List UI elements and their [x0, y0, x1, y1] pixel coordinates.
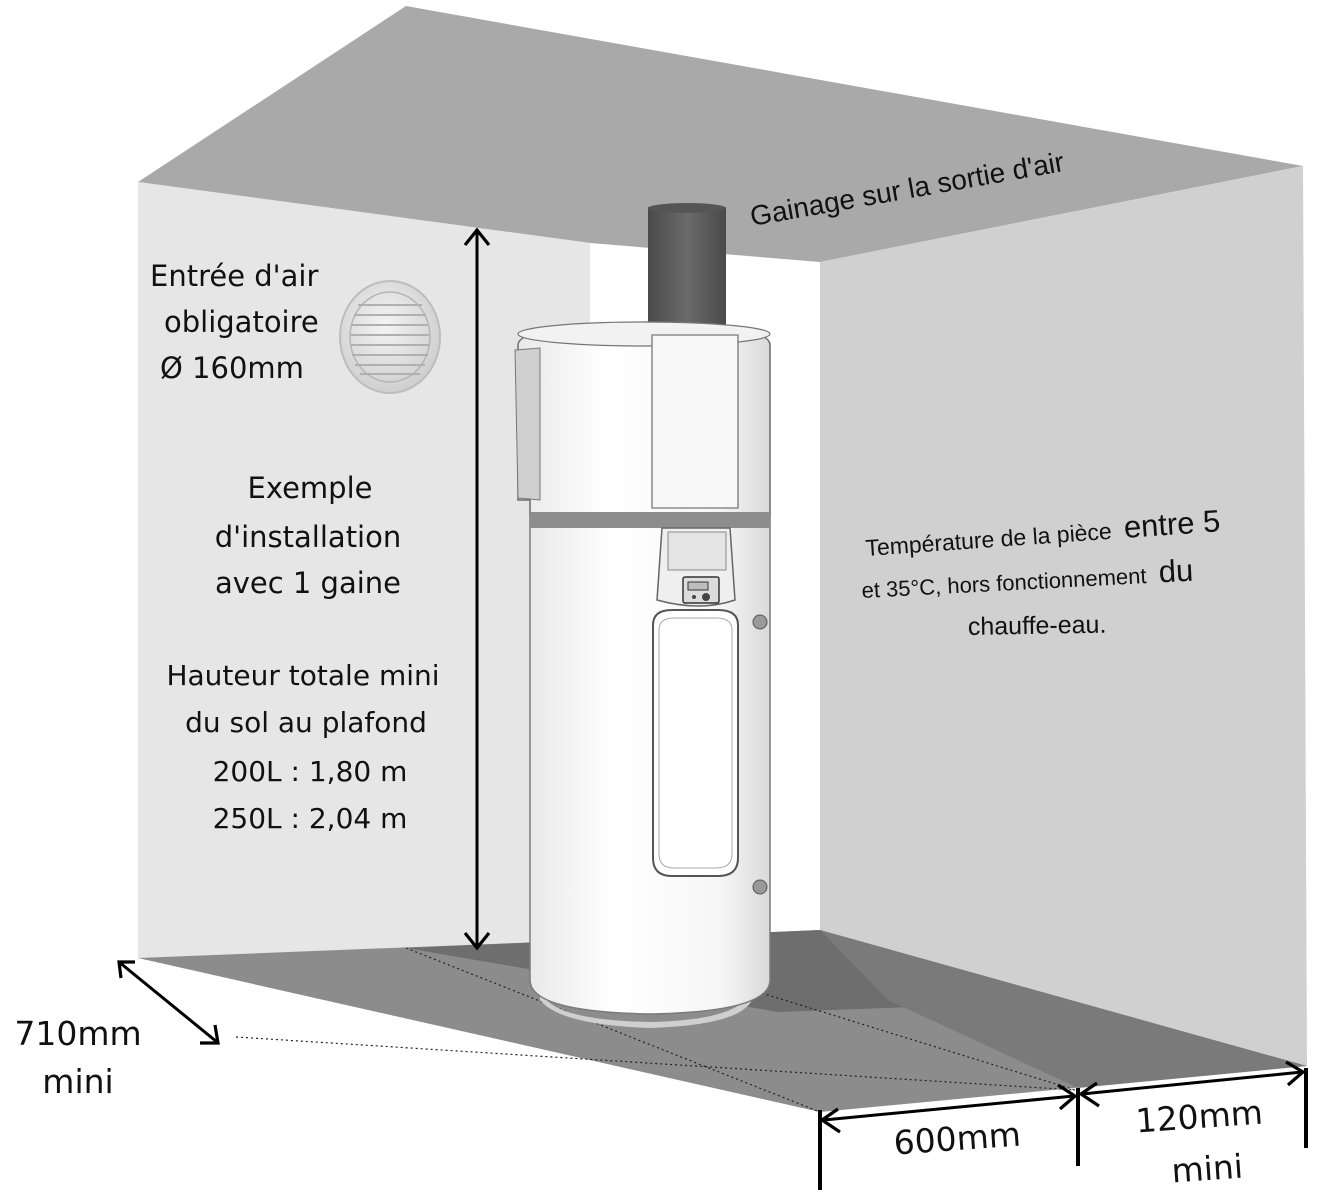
air-outlet-duct-top — [648, 203, 726, 213]
width-arrow — [818, 1083, 1080, 1190]
water-heater-icon — [514, 321, 771, 1028]
example-label-line1: Exemple — [248, 471, 373, 505]
height-label-line2: du sol au plafond — [185, 706, 427, 739]
air-inlet-label-line3: Ø 160mm — [160, 351, 304, 385]
depth-label-line1: 710mm — [14, 1014, 141, 1053]
side-clearance-arrow — [1078, 1060, 1308, 1148]
height-label-line1: Hauteur totale mini — [166, 659, 439, 692]
floor-tile-dark-2 — [820, 930, 1307, 1088]
side-clearance-label-line2: mini — [1170, 1147, 1244, 1191]
temperature-label-line2b: du — [1158, 553, 1194, 590]
depth-label-line2: mini — [42, 1062, 113, 1101]
temperature-label-line1b: entre 5 — [1123, 503, 1222, 545]
temperature-label-line3: chauffe-eau. — [968, 611, 1107, 641]
air-inlet-grille-icon — [339, 280, 441, 394]
floor-dotted-line-2 — [235, 1036, 1076, 1091]
floor-dotted-line-1 — [405, 947, 821, 1113]
ceiling — [138, 6, 1303, 262]
width-label: 600mm — [892, 1115, 1022, 1163]
height-label-200l: 200L : 1,80 m — [213, 755, 408, 788]
example-label-line2: d'installation — [215, 520, 402, 554]
air-inlet-label-line2: obligatoire — [164, 305, 319, 339]
floor — [138, 930, 1307, 1112]
depth-arrow — [117, 960, 220, 1045]
height-arrow — [463, 227, 491, 951]
air-inlet-label-line1: Entrée d'air — [150, 259, 318, 293]
height-label-250l: 250L : 2,04 m — [213, 802, 408, 835]
right-wall — [820, 166, 1307, 1066]
air-outlet-duct — [648, 207, 726, 337]
side-clearance-label-line1: 120mm — [1134, 1093, 1264, 1141]
example-label-line3: avec 1 gaine — [215, 566, 401, 600]
